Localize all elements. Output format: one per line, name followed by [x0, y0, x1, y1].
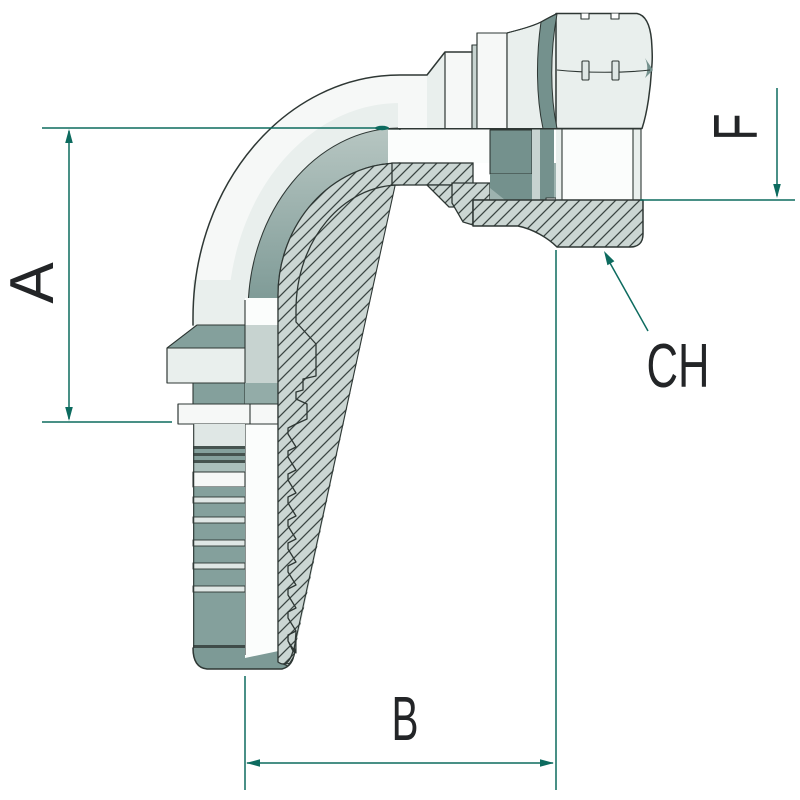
nut-thread-window [562, 128, 633, 200]
nut-slot-2 [611, 60, 620, 81]
dim-a-arrow-up [65, 129, 73, 143]
tube-collar [444, 51, 473, 130]
dim-a-tangent-mark [375, 125, 389, 131]
tube-top [398, 75, 427, 129]
barb-collar [177, 403, 279, 425]
tube-chamfer [427, 52, 445, 129]
hose-tail [166, 280, 295, 670]
stem-cut-wall [277, 162, 401, 665]
dimension-b: B [244, 250, 557, 790]
nut-notch-2 [610, 13, 620, 20]
dim-b-arrow-right [540, 759, 554, 767]
callout-ch: CH [604, 251, 710, 401]
neck-back [245, 383, 278, 404]
dim-a-arrow-down [65, 407, 73, 421]
nut-thread-left [556, 128, 562, 200]
dimension-a: A [0, 125, 389, 423]
nut-slot-1 [581, 60, 590, 81]
socket-profile [471, 13, 557, 52]
outer-silhouette [192, 51, 473, 326]
dimension-f: F [640, 88, 795, 201]
nut-right-corner-shade [645, 58, 653, 78]
tube-bore [388, 130, 490, 163]
stem-plain [193, 280, 245, 330]
socket-segment [476, 32, 508, 130]
collar-edges [166, 324, 251, 424]
nut-notch-1 [580, 13, 590, 20]
fitting-body [193, 13, 557, 325]
seat-strip [532, 128, 540, 200]
dim-f-arrow [773, 184, 781, 198]
nut-thread-right [633, 128, 641, 200]
nut-flange-cut [472, 199, 644, 248]
outlines [166, 13, 641, 424]
seat-interior [489, 128, 557, 211]
neck [192, 382, 246, 405]
hex-chamfer [166, 324, 246, 349]
ch-leader-line [609, 262, 649, 332]
dim-label-b: B [392, 685, 419, 754]
nut-body [555, 12, 653, 130]
nut-facet-line [556, 69, 651, 73]
dim-label-a: A [0, 262, 67, 304]
seat-block [489, 129, 533, 175]
swivel-nut [472, 12, 653, 248]
dim-label-f: F [702, 114, 771, 141]
hex-back [245, 325, 278, 383]
barb-bands [192, 424, 246, 648]
dim-b-arrow-left [246, 759, 260, 767]
section-cuts [277, 162, 491, 667]
tube-ring [471, 44, 478, 130]
ch-arrow [604, 251, 615, 266]
tube-cut-wall [391, 162, 474, 186]
dim-label-ch: CH [647, 332, 710, 401]
stem-bottom-fill [193, 648, 293, 669]
seat-wedge [490, 174, 540, 200]
hex-face [166, 347, 246, 384]
seat-column [540, 128, 554, 200]
